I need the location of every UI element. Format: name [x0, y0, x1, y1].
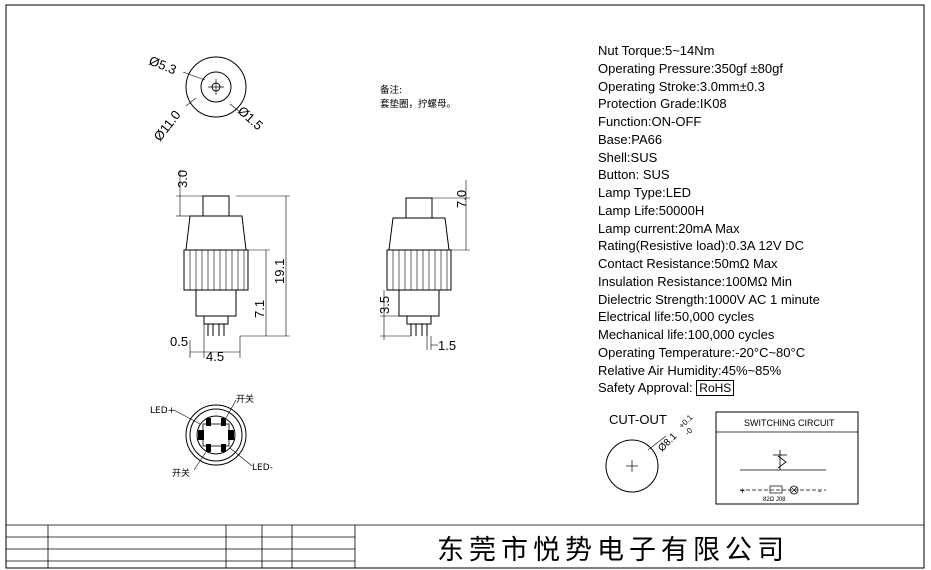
pin-switch-bottom-label: 开关: [172, 467, 190, 479]
note-text: 套垫圈，拧螺母。: [380, 99, 457, 110]
dim-d15-label: Ø1.5: [235, 103, 266, 133]
spec-list: Nut Torque:5~14Nm Operating Pressure:350…: [598, 42, 820, 398]
circuit-title: SWITCHING CIRCUIT: [744, 418, 835, 428]
spec-lamp-current: Lamp current:20mA Max: [598, 220, 740, 236]
circuit-plus: +: [740, 486, 745, 496]
spec-operating-stroke: Operating Stroke:3.0mm±0.3: [598, 78, 765, 94]
spec-button: Button: SUS: [598, 167, 670, 183]
rohs-badge: RoHS: [696, 380, 735, 397]
spec-relative-humidity: Relative Air Humidity:45%~85%: [598, 362, 782, 378]
side-view-left: [176, 170, 290, 358]
spec-mechanical-life: Mechanical life:100,000 cycles: [598, 327, 775, 342]
title-block: [6, 524, 924, 568]
circuit-resistor-label: 82Ω J08: [763, 497, 786, 503]
dim-d110-label: Ø11.0: [151, 107, 184, 143]
pin-switch-top-label: 开关: [236, 393, 254, 405]
dim-w45-label: 4.5: [206, 349, 224, 364]
spec-operating-temperature: Operating Temperature:-20°C~80°C: [598, 344, 806, 360]
spec-base: Base:PA66: [598, 131, 663, 147]
dim-h70-label: 7.0: [454, 190, 469, 208]
spec-lamp-type: Lamp Type:LED: [598, 185, 692, 200]
circuit-minus: -: [818, 486, 821, 496]
spec-shell: Shell:SUS: [598, 149, 658, 165]
switching-circuit: [715, 411, 859, 505]
pin-led-plus-label: LED+: [150, 406, 175, 416]
spec-contact-resistance: Contact Resistance:50mΩ Max: [598, 256, 778, 271]
dim-d53-label: Ø5.3: [147, 53, 179, 77]
pin-led-minus-label: LED-: [252, 463, 273, 473]
spec-operating-pressure: Operating Pressure:350gf ±80gf: [598, 60, 783, 76]
top-view: [182, 56, 247, 118]
leader-d53: [182, 71, 206, 81]
cutout-view: [605, 435, 667, 493]
bottom-view: [173, 399, 253, 471]
cutout-tol-minus: -0: [683, 426, 695, 438]
spec-insulation-resistance: Insulation Resistance:100MΩ Min: [598, 273, 792, 289]
spec-lamp-life: Lamp Life:50000H: [598, 202, 705, 218]
dim-h191-label: 19.1: [272, 259, 287, 284]
dim-w15-label: 1.5: [438, 338, 456, 353]
leader-d110: [185, 97, 197, 107]
side-view-right: [380, 180, 470, 350]
company-name: 东莞市悦势电子有限公司: [437, 535, 789, 566]
spec-function: Function:ON-OFF: [598, 114, 702, 129]
spec-protection-grade: Protection Grade:IK08: [598, 96, 727, 112]
note-title: 备注:: [380, 85, 403, 96]
dim-w05-label: 0.5: [170, 334, 188, 349]
dim-h35-label: 3.5: [377, 296, 392, 314]
drawing-frame: [5, 4, 925, 569]
spec-safety-approval: Safety Approval: RoHS: [598, 379, 820, 398]
spec-electrical-life: Electrical life:50,000 cycles: [598, 309, 755, 325]
spec-nut-torque: Nut Torque:5~14Nm: [598, 43, 715, 58]
leader-d15: [229, 103, 241, 113]
dim-h30-label: 3.0: [175, 170, 190, 188]
dim-h71-label: 7.1: [252, 300, 267, 318]
cutout-title: CUT-OUT: [609, 412, 667, 427]
spec-dielectric-strength: Dielectric Strength:1000V AC 1 minute: [598, 291, 820, 307]
cutout-diameter-label: Ø8.1: [656, 431, 679, 454]
spec-rating: Rating(Resistive load):0.3A 12V DC: [598, 238, 804, 254]
